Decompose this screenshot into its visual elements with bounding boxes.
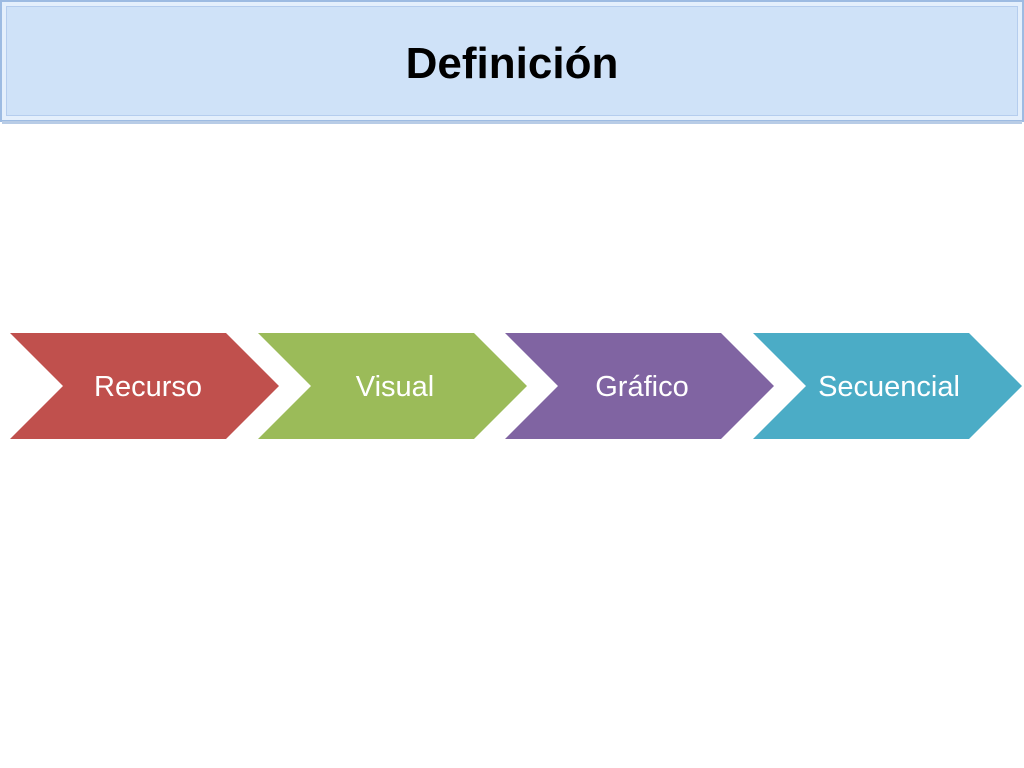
chevron-step-2: Visual xyxy=(258,333,527,439)
title-bar xyxy=(0,0,1024,124)
chevron-shape-4 xyxy=(753,333,1022,439)
chevron-step-1: Recurso xyxy=(10,333,279,439)
chevron-label-4: Secuencial xyxy=(818,371,960,403)
chevron-label-2: Visual xyxy=(356,371,434,403)
slide-title: Definición xyxy=(405,39,619,88)
chevron-shape-2 xyxy=(258,333,527,439)
chevron-step-3: Gráfico xyxy=(505,333,774,439)
chevron-shape-1 xyxy=(10,333,279,439)
chevron-label-1: Recurso xyxy=(94,371,202,403)
chevron-label-3: Gráfico xyxy=(595,371,688,403)
chevron-shape-3 xyxy=(505,333,774,439)
chevron-step-4: Secuencial xyxy=(753,333,1022,439)
